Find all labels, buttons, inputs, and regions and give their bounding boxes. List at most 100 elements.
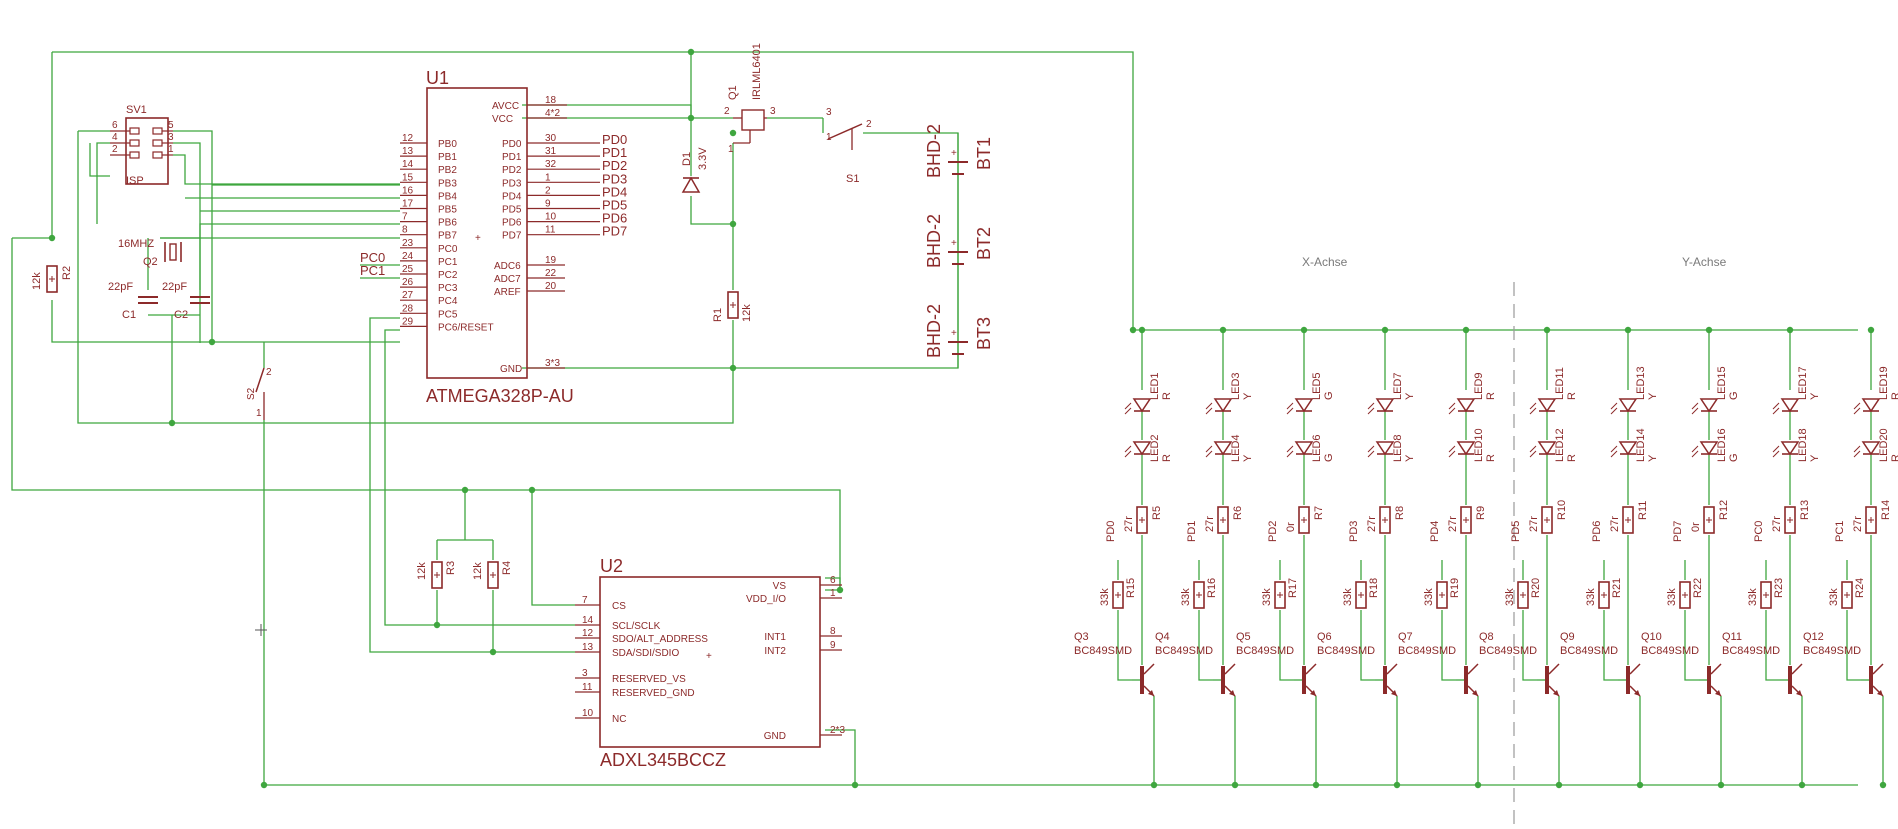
rb-to-base bbox=[1441, 610, 1456, 681]
s2-pin: 2 bbox=[266, 367, 272, 378]
rs-value: 0r bbox=[1690, 522, 1702, 532]
u1-pin-name: PD6 bbox=[502, 218, 522, 229]
junction-dot bbox=[1879, 781, 1887, 789]
led-color: R bbox=[1890, 392, 1898, 400]
led-lower bbox=[1780, 441, 1800, 456]
u1-pin-name: PD1 bbox=[502, 152, 522, 163]
u1-power-num: 4*2 bbox=[545, 108, 560, 119]
q-body bbox=[1788, 666, 1792, 694]
u1-pin-num: 24 bbox=[402, 251, 414, 262]
u1-pin-num: 13 bbox=[402, 146, 414, 157]
rb-value: 33k bbox=[1099, 588, 1111, 606]
u2-pin-name: NC bbox=[612, 714, 626, 725]
u1-pin-name: PC3 bbox=[438, 283, 458, 294]
u1-pin-num: 26 bbox=[402, 277, 414, 288]
c1-ref: C1 bbox=[122, 309, 136, 321]
u1-pin-num: 23 bbox=[402, 238, 414, 249]
u1-ref: U1 bbox=[426, 68, 449, 88]
u2-pin-num: 10 bbox=[582, 708, 594, 719]
q-value: BC849SMD bbox=[1803, 645, 1861, 657]
led-upper bbox=[1618, 398, 1638, 413]
part-line bbox=[1448, 450, 1456, 458]
part-line bbox=[1610, 450, 1618, 458]
battery-plus: + bbox=[951, 328, 957, 339]
u1-pin-num: 2 bbox=[545, 185, 551, 196]
led-lower bbox=[1861, 441, 1881, 456]
rb-to-base bbox=[1117, 610, 1132, 681]
u1-adc-name: AREF bbox=[494, 287, 521, 298]
rb-value: 33k bbox=[1666, 588, 1678, 606]
rs-body bbox=[1217, 506, 1229, 534]
junction-dot bbox=[729, 364, 737, 372]
r3-ref: R3 bbox=[445, 561, 457, 575]
battery-plus: + bbox=[951, 238, 957, 249]
u1-pin-num: 31 bbox=[545, 146, 557, 157]
u1-pin-name: PC6/RESET bbox=[438, 322, 494, 333]
led-color: Y bbox=[1647, 392, 1659, 400]
rs-body bbox=[1784, 506, 1796, 534]
led-lower bbox=[1537, 441, 1557, 456]
rs-body bbox=[1379, 506, 1391, 534]
u1-pin-num: 32 bbox=[545, 159, 557, 170]
s1-lever bbox=[827, 123, 863, 140]
u1-pin-num: 30 bbox=[545, 133, 557, 144]
rs-value: 27r bbox=[1366, 516, 1378, 532]
led-color: Y bbox=[1809, 392, 1821, 400]
s2-lever bbox=[255, 367, 265, 393]
pc5-scl bbox=[384, 329, 575, 626]
u1-pin-name: PC0 bbox=[438, 244, 458, 255]
part-line bbox=[1853, 402, 1861, 410]
u2-body bbox=[599, 576, 821, 748]
sv1-ref: SV1 bbox=[126, 104, 147, 116]
u1-pin-name: PD3 bbox=[502, 178, 522, 189]
u2-pin-name: GND bbox=[764, 731, 786, 742]
vs-tie bbox=[825, 577, 841, 590]
u1-pin-num: 1 bbox=[545, 172, 551, 183]
q1-body bbox=[741, 109, 765, 131]
led-color: G bbox=[1728, 391, 1740, 400]
led-label: LED3 bbox=[1230, 372, 1242, 400]
q-value: BC849SMD bbox=[1479, 645, 1537, 657]
r1-body bbox=[727, 291, 739, 319]
junction-dot bbox=[1798, 781, 1806, 789]
junction-dot bbox=[1705, 326, 1713, 334]
part-line bbox=[1529, 450, 1537, 458]
part-line bbox=[1772, 450, 1780, 458]
rs-ref: R7 bbox=[1313, 506, 1325, 520]
u1-pin-num: 29 bbox=[402, 316, 414, 327]
u2-pin-num: 13 bbox=[582, 642, 594, 653]
junction-dot bbox=[1300, 326, 1308, 334]
channel-net: PD5 bbox=[1510, 521, 1522, 542]
x-axis-label: X-Achse bbox=[1302, 255, 1348, 269]
r1-value: 12k bbox=[741, 304, 753, 322]
part-line bbox=[1367, 445, 1375, 453]
led-label: LED17 bbox=[1797, 366, 1809, 400]
led-color: R bbox=[1890, 454, 1898, 462]
r3-body bbox=[431, 561, 443, 589]
r1-loop bbox=[77, 131, 734, 424]
led-label: LED1 bbox=[1149, 372, 1161, 400]
q-body bbox=[1464, 666, 1468, 694]
part-line bbox=[1286, 445, 1294, 453]
u1-pin-name: PD5 bbox=[502, 205, 522, 216]
channel-net: PD6 bbox=[1591, 521, 1603, 542]
led-upper bbox=[1213, 398, 1233, 413]
u2-pin-name: SDO/ALT_ADDRESS bbox=[612, 634, 708, 645]
sv1-p2 bbox=[89, 143, 110, 177]
led-label: LED2 bbox=[1149, 434, 1161, 462]
battery-value: BHD-2 bbox=[924, 214, 944, 268]
part-line bbox=[1610, 407, 1618, 415]
part-line bbox=[1529, 402, 1537, 410]
d1-ref: D1 bbox=[681, 152, 693, 166]
junction-dot bbox=[1543, 326, 1551, 334]
u2-pin-num: 1 bbox=[830, 588, 836, 599]
rb-ref: R20 bbox=[1530, 578, 1542, 598]
u1-pin-num: 28 bbox=[402, 303, 414, 314]
led-label: LED8 bbox=[1392, 434, 1404, 462]
u1-origin: + bbox=[475, 233, 481, 244]
u1-gnd-num: 3*3 bbox=[545, 358, 560, 369]
u1-pin-name: PB0 bbox=[438, 139, 457, 150]
led-label: LED7 bbox=[1392, 372, 1404, 400]
u1-power-num: 18 bbox=[545, 95, 557, 106]
rb-value: 33k bbox=[1342, 588, 1354, 606]
